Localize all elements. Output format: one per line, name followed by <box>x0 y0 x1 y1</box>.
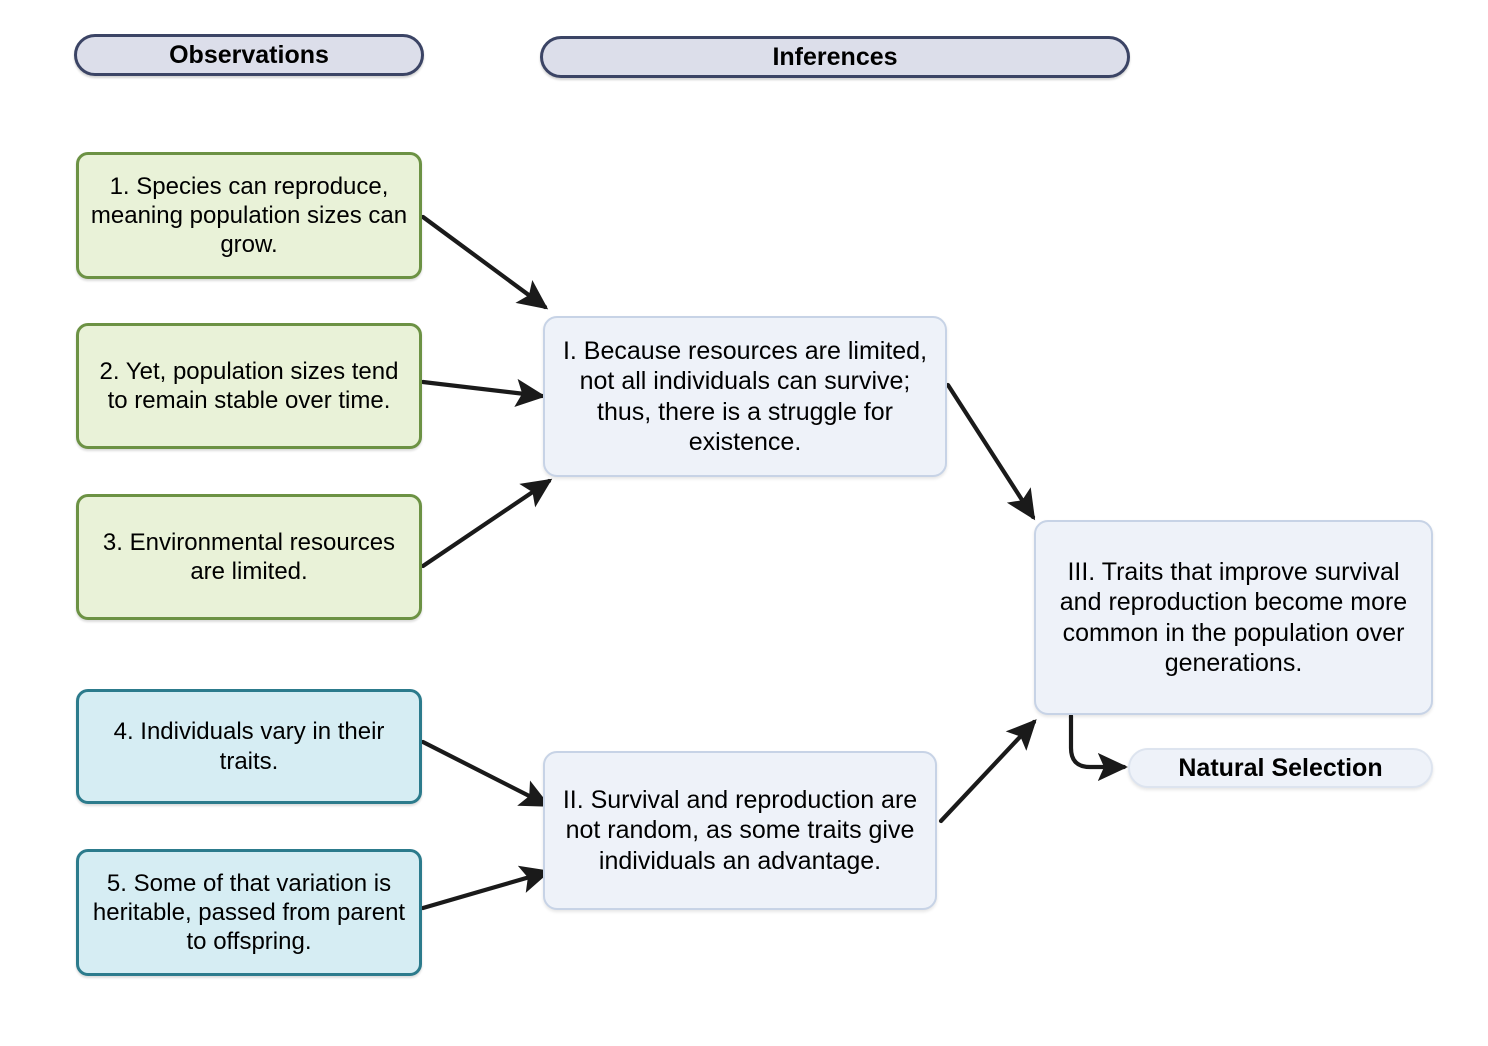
arrow-obs1-to-infI <box>420 214 549 310</box>
arrow-infI-to-infIII <box>945 382 1036 521</box>
arrow-infII-to-infIII <box>938 719 1037 824</box>
observation-box-3-label: 3. Environmental resources are limited. <box>102 528 396 585</box>
observation-box-1-label: 1. Species can reproduce, meaning popula… <box>90 172 408 259</box>
arrow-infIII-to-natural-selection <box>1068 713 1128 782</box>
observation-box-5[interactable]: 5. Some of that variation is heritable, … <box>76 849 422 976</box>
observation-box-1[interactable]: 1. Species can reproduce, meaning popula… <box>76 152 422 279</box>
natural-selection-label: Natural Selection <box>1178 753 1383 782</box>
inference-box-i[interactable]: I. Because resources are limited, not al… <box>543 316 947 477</box>
inference-box-iii[interactable]: III. Traits that improve survival and re… <box>1034 520 1433 715</box>
observation-box-3[interactable]: 3. Environmental resources are limited. <box>76 494 422 620</box>
column-header-inferences: Inferences <box>540 36 1130 78</box>
observation-box-2[interactable]: 2. Yet, population sizes tend to remain … <box>76 323 422 449</box>
inference-box-ii-label: II. Survival and reproduction are not ra… <box>562 785 918 875</box>
observation-box-5-label: 5. Some of that variation is heritable, … <box>92 869 406 956</box>
column-header-observations-label: Observations <box>169 40 329 69</box>
arrow-obs2-to-infI <box>420 378 546 408</box>
arrow-obs5-to-infII <box>420 865 551 911</box>
observation-box-2-label: 2. Yet, population sizes tend to remain … <box>99 357 399 414</box>
observation-box-4[interactable]: 4. Individuals vary in their traits. <box>76 689 422 804</box>
column-header-inferences-label: Inferences <box>772 42 898 71</box>
arrow-obs3-to-infI <box>420 478 553 569</box>
inference-box-iii-label: III. Traits that improve survival and re… <box>1059 557 1408 678</box>
inference-box-i-label: I. Because resources are limited, not al… <box>562 336 928 457</box>
inference-box-ii[interactable]: II. Survival and reproduction are not ra… <box>543 751 937 910</box>
column-header-observations: Observations <box>74 34 424 76</box>
arrow-obs4-to-infII <box>420 739 551 808</box>
observation-box-4-label: 4. Individuals vary in their traits. <box>113 718 385 775</box>
natural-selection-pill[interactable]: Natural Selection <box>1128 748 1433 788</box>
